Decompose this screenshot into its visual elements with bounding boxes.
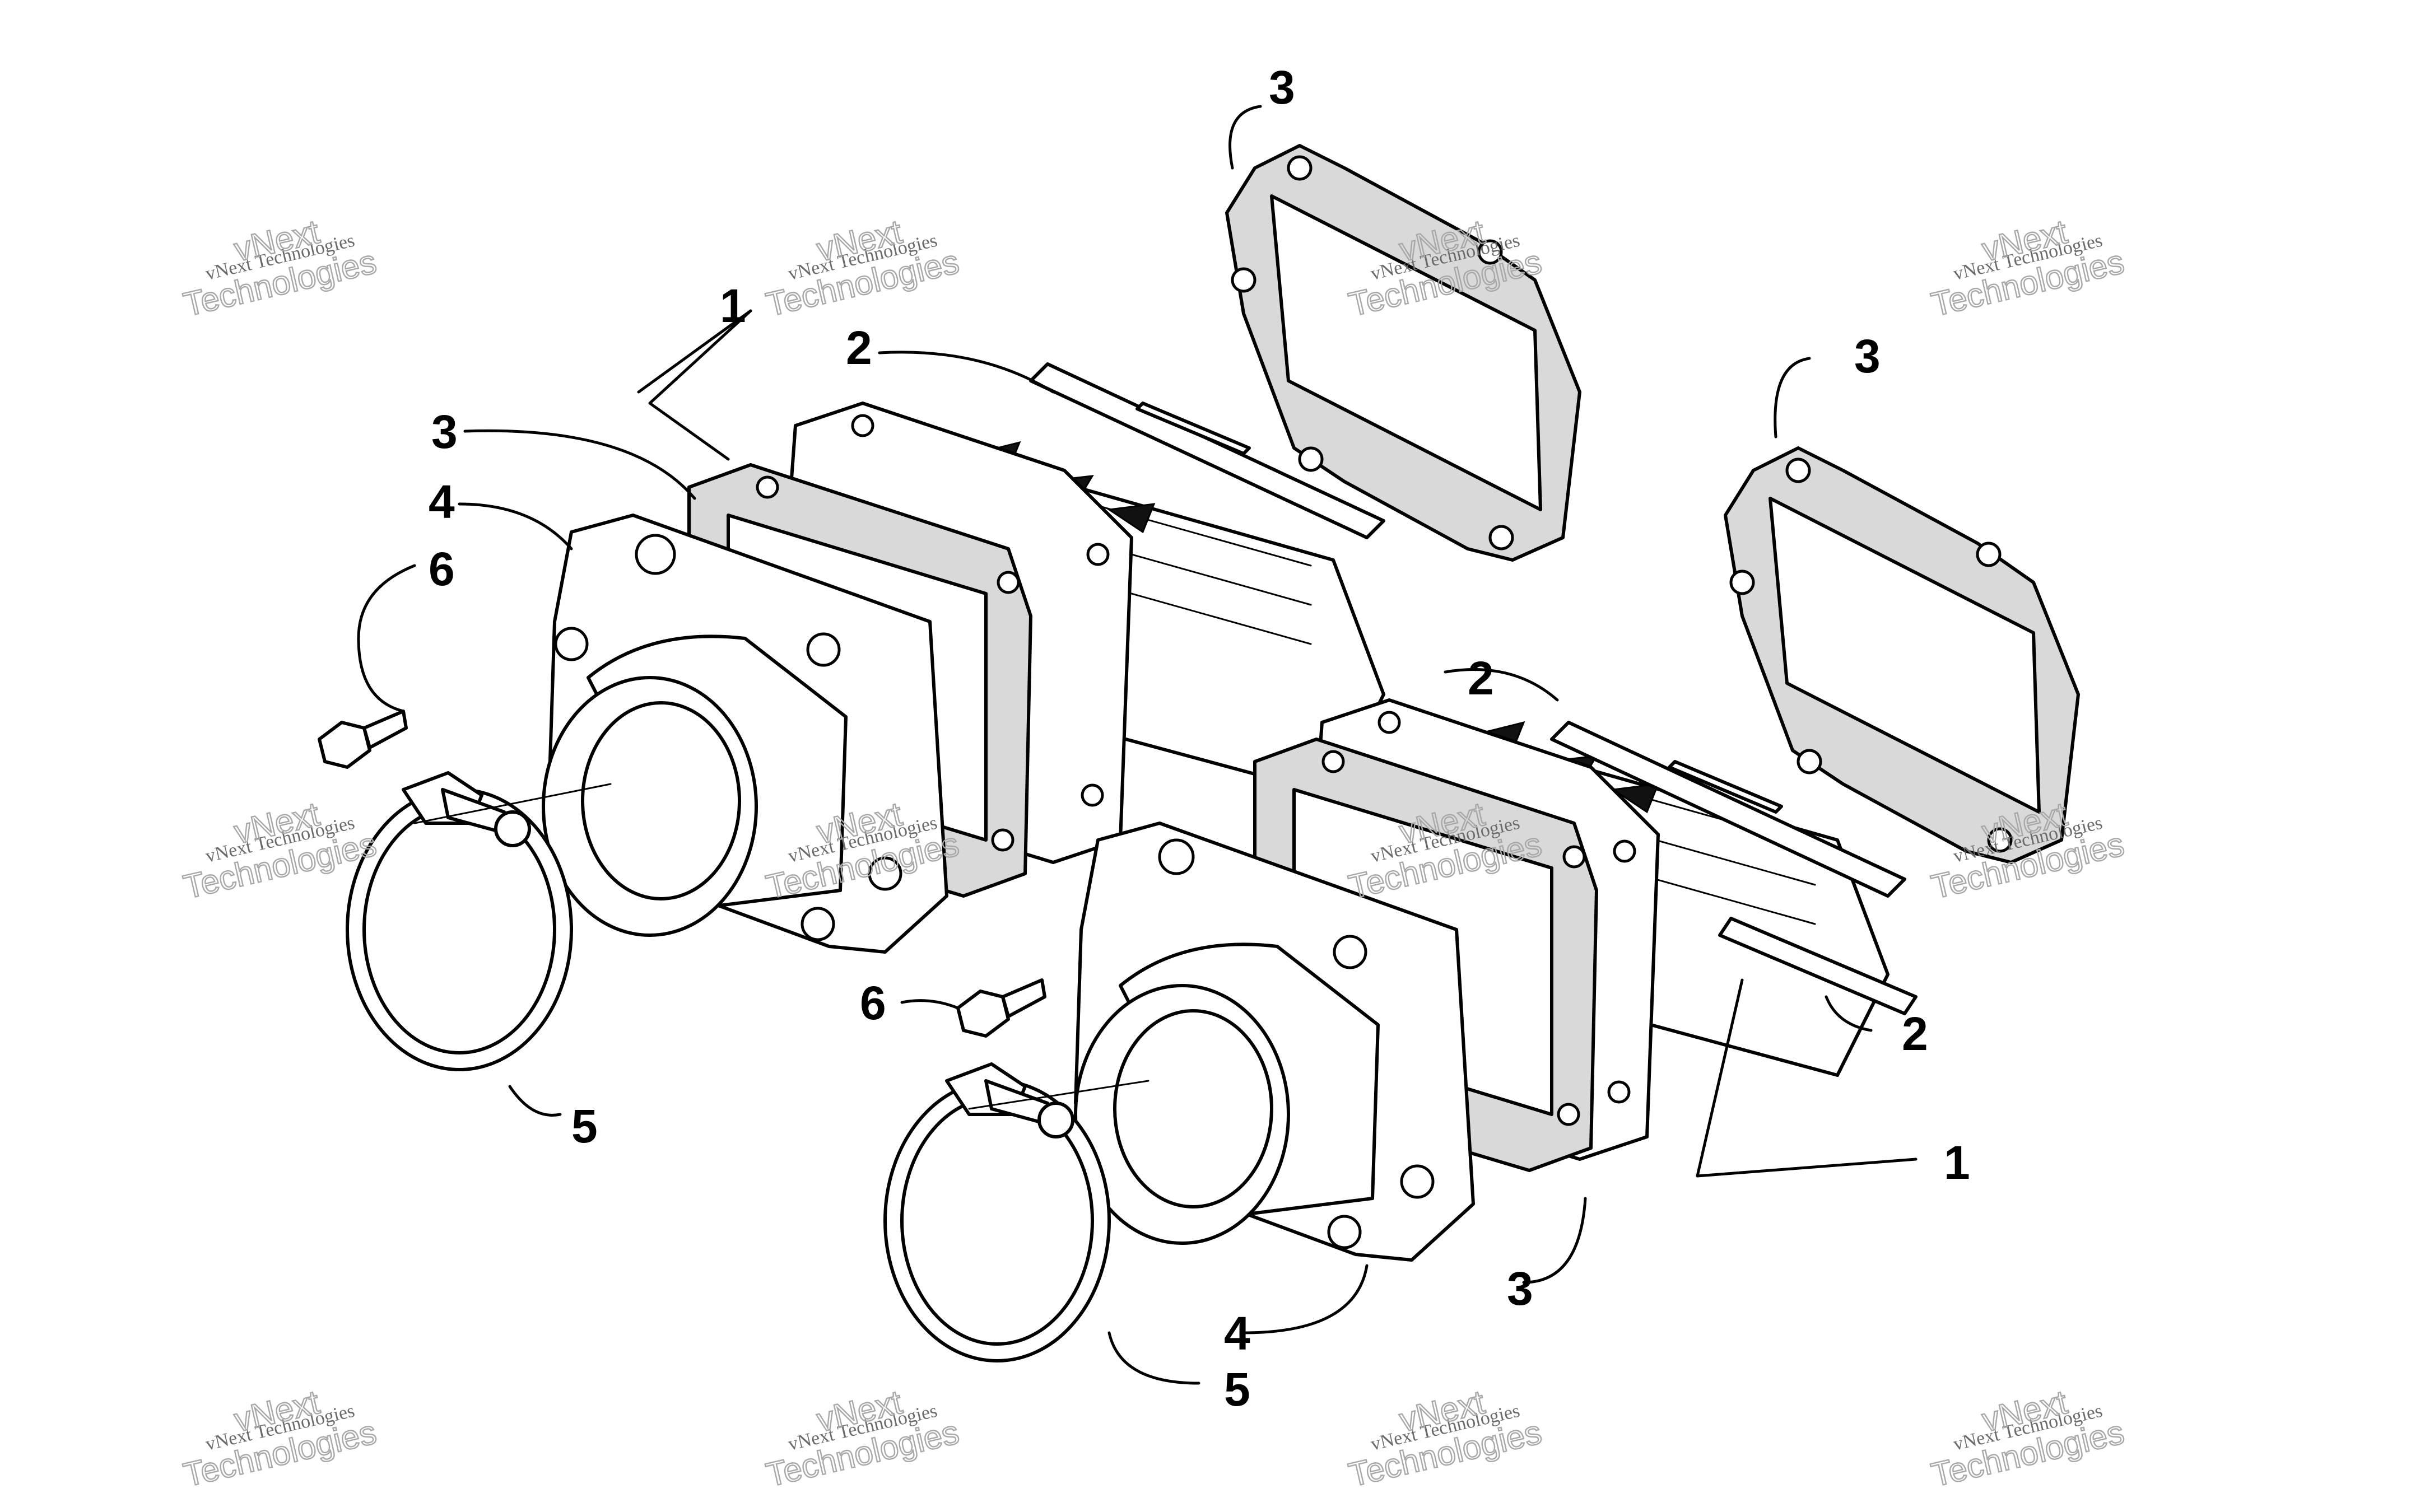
- watermark-r2c1: vNext Technologies vNext Technologies: [179, 795, 380, 907]
- bolt-right: [956, 978, 1046, 1038]
- callout-3-top-right: 3: [1269, 61, 1295, 114]
- callout-6-left: 6: [429, 543, 455, 595]
- watermark-r3c4: vNext Technologies vNext Technologies: [1927, 1383, 2128, 1495]
- callout-2-top: 2: [846, 321, 872, 374]
- callout-1-bottom-right: 1: [1944, 1136, 1970, 1189]
- gasket-right: [1724, 446, 2080, 864]
- watermark-r3c3: vNext Technologies vNext Technologies: [1344, 1383, 1546, 1495]
- watermark-r1c2: vNext Technologies vNext Technologies: [762, 212, 963, 324]
- callout-5-left: 5: [571, 1100, 598, 1152]
- callout-5-bottom: 5: [1224, 1363, 1250, 1416]
- reed-petals-bottom: [1718, 917, 1918, 1015]
- callout-4-bottom: 4: [1224, 1307, 1250, 1360]
- callout-6-right: 6: [860, 977, 886, 1029]
- hose-clamp-left: [346, 771, 573, 1071]
- hose-clamp-right: [883, 1062, 1111, 1362]
- reed-valve-assembly-right: [1074, 698, 1890, 1262]
- gasket-top: [1225, 144, 1581, 562]
- reed-valve-assembly-left: [542, 402, 1385, 954]
- reed-petals-top: [1029, 362, 1385, 539]
- watermark-r1c4: vNext Technologies vNext Technologies: [1927, 212, 2128, 324]
- callout-2-middle: 2: [1468, 652, 1494, 704]
- callout-labels: 1 2 3 4 6 5 3 3 2 6 2 1 3 4 5: [429, 61, 1970, 1416]
- callout-3-bottom: 3: [1507, 1262, 1533, 1315]
- leader-lines: [357, 105, 1918, 1385]
- callout-1-top-left: 1: [720, 279, 746, 332]
- callout-2-bottom-right: 2: [1902, 1007, 1928, 1060]
- watermark-r1c1: vNext Technologies vNext Technologies: [179, 212, 380, 324]
- callout-3-far-right: 3: [1854, 330, 1881, 382]
- watermark-r3c1: vNext Technologies vNext Technologies: [179, 1383, 380, 1495]
- callout-4-left: 4: [429, 475, 455, 528]
- watermark-r3c2: vNext Technologies vNext Technologies: [762, 1383, 963, 1495]
- callout-3-left: 3: [431, 405, 458, 458]
- bolt-left: [318, 710, 408, 769]
- reed-petals-middle: [1550, 721, 1906, 898]
